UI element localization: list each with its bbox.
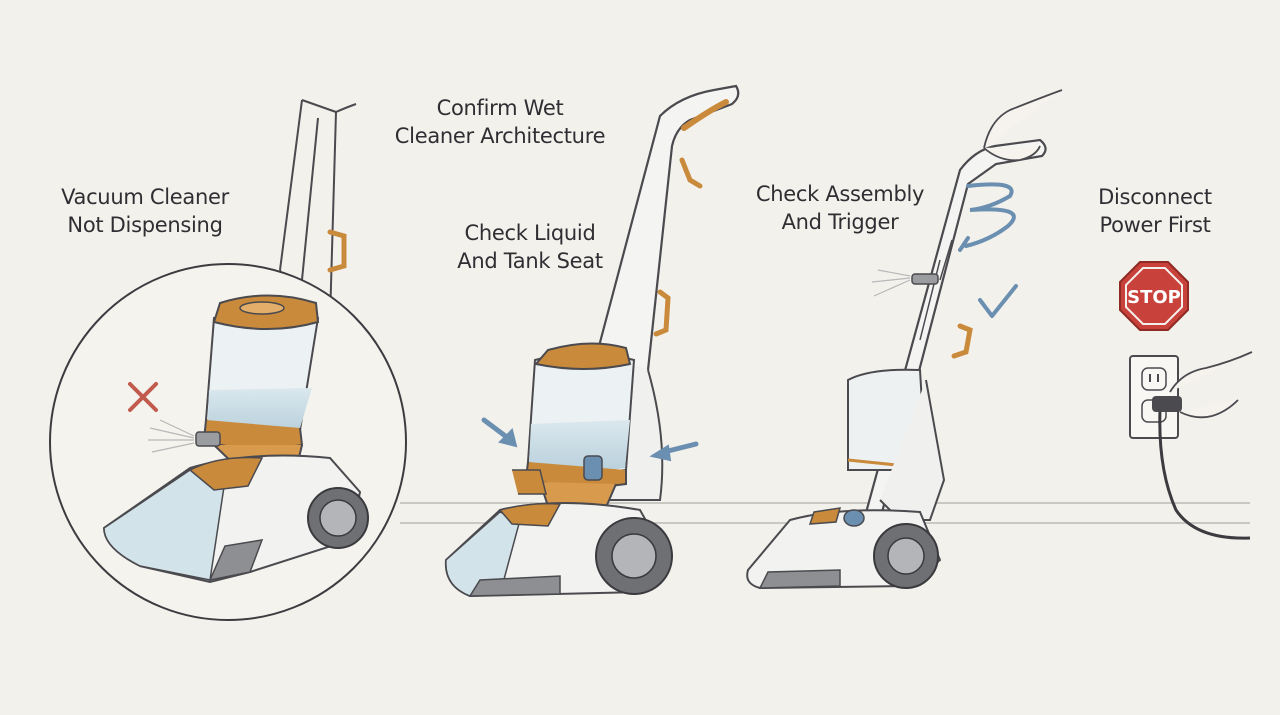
step-label-check-assembly: Check Assembly And Trigger — [740, 180, 940, 236]
plug-and-cord-icon — [1152, 351, 1253, 540]
step-label-line: And Tank Seat — [457, 249, 603, 273]
step-label-not-dispensing: Vacuum Cleaner Not Dispensing — [40, 183, 250, 239]
blue-arrow-right-icon — [649, 441, 699, 462]
step-label-line: Disconnect — [1098, 185, 1212, 209]
step-label-line: Check Assembly — [755, 182, 925, 206]
check-mark-icon — [978, 284, 1018, 318]
step-label-line: Check Liquid — [464, 221, 596, 245]
stop-sign-text: STOP — [1127, 287, 1181, 308]
assembly-trigger-illustration — [746, 89, 1063, 590]
vacuum-zoom-illustration — [49, 99, 407, 621]
step-label-line: Confirm Wet — [436, 96, 564, 120]
step-label-disconnect-power: Disconnect Power First — [1060, 183, 1250, 239]
stop-sign-icon: STOP — [1119, 261, 1189, 331]
step-label-line: Vacuum Cleaner — [61, 185, 229, 209]
step-label-check-liquid: Check Liquid And Tank Seat — [430, 219, 630, 275]
cross-mark-icon — [128, 382, 158, 412]
step-label-confirm-architecture: Confirm Wet Cleaner Architecture — [380, 94, 620, 150]
wet-cleaner-upright-illustration — [444, 84, 740, 598]
blue-arrow-left-icon — [481, 417, 518, 448]
step-label-line: And Trigger — [781, 210, 899, 234]
hand-pulling-plug-icon — [1169, 351, 1253, 419]
step-label-line: Cleaner Architecture — [394, 124, 606, 148]
step-label-line: Not Dispensing — [67, 213, 223, 237]
step-label-line: Power First — [1099, 213, 1211, 237]
hand-icon — [983, 89, 1063, 162]
